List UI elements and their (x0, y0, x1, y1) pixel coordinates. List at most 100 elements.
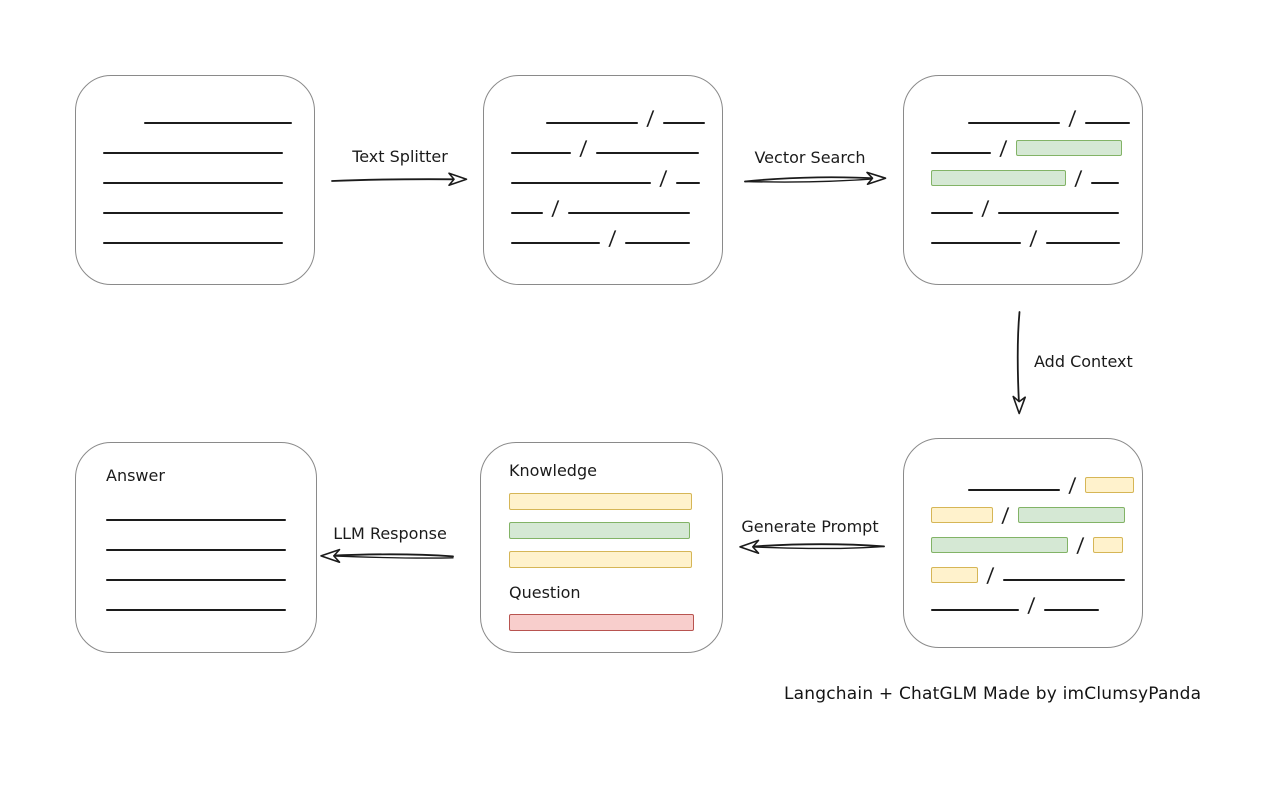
text-splitter-label: Text Splitter (352, 147, 448, 166)
slash-separator-icon: / (608, 226, 617, 250)
text-line (511, 182, 651, 184)
text-line (624, 242, 690, 244)
text-line (931, 242, 1021, 244)
chunk-row: / (931, 467, 1134, 497)
chunk-row: / (931, 190, 1122, 220)
chunk-row: / (511, 220, 702, 250)
text-line (103, 242, 283, 244)
answer-text-lines (106, 519, 296, 611)
text-line (511, 242, 600, 244)
node-vector-matched-chunks: ///// (903, 75, 1143, 285)
yellow-bar (509, 493, 692, 510)
text-line (1002, 579, 1125, 581)
add-context-arrow (1012, 311, 1026, 415)
text-line (931, 609, 1019, 611)
answer-content: Answer (76, 443, 316, 611)
knowledge-label: Knowledge (509, 461, 597, 480)
slash-separator-icon: / (1027, 593, 1036, 617)
node-prompt: Knowledge Question (480, 442, 723, 653)
chunk-row: / (931, 557, 1125, 587)
vector-search-label: Vector Search (754, 148, 866, 167)
text-line (997, 212, 1119, 214)
indent-gap (103, 129, 135, 130)
text-line (1045, 242, 1120, 244)
indent-gap (511, 129, 537, 130)
yellow-highlight-bar (1092, 537, 1123, 553)
text-line (103, 182, 283, 184)
yellow-highlight-bar (1084, 477, 1134, 493)
chunk-row: / (931, 497, 1125, 527)
text-line (567, 212, 690, 214)
indent-gap (931, 496, 959, 497)
text-line (106, 579, 286, 581)
slash-separator-icon: / (659, 166, 668, 190)
matched-chunk-lines: ///// (904, 76, 1142, 250)
chunk-row (103, 130, 294, 160)
yellow-highlight-bar (931, 567, 978, 583)
slash-separator-icon: / (1076, 533, 1085, 557)
green-highlight-bar (931, 537, 1068, 553)
text-line (931, 152, 991, 154)
text-line (144, 122, 292, 124)
text-line (931, 212, 973, 214)
text-line (103, 212, 283, 214)
slash-separator-icon: / (646, 106, 655, 130)
slash-separator-icon: / (1068, 106, 1077, 130)
chunk-row: / (931, 130, 1122, 160)
add-context-label: Add Context (1034, 352, 1133, 371)
generate-prompt-arrow (739, 539, 885, 554)
slash-separator-icon: / (1074, 166, 1083, 190)
chunk-text-lines: / / / / / (484, 76, 722, 250)
llm-response-label: LLM Response (333, 524, 447, 543)
green-bar (509, 522, 690, 539)
text-line (106, 549, 286, 551)
text-line (546, 122, 638, 124)
chunk-row (103, 190, 294, 220)
text-line (103, 152, 283, 154)
chunk-row: / (511, 130, 702, 160)
node-answer: Answer (75, 442, 317, 653)
node-context-chunks: / / / / / (903, 438, 1143, 648)
text-line (511, 152, 571, 154)
question-bars (509, 614, 702, 631)
generate-prompt-label: Generate Prompt (741, 517, 879, 536)
context-chunk-lines: / / / / / (904, 439, 1142, 617)
text-line (595, 152, 699, 154)
text-line (662, 122, 705, 124)
slash-separator-icon: / (551, 196, 560, 220)
text-line (675, 182, 700, 184)
green-highlight-bar (1015, 140, 1122, 156)
node-split-chunks: / / / / / (483, 75, 723, 285)
yellow-highlight-bar (931, 507, 993, 523)
chunk-row: / (931, 160, 1122, 190)
document-text-lines (76, 76, 314, 250)
knowledge-bars (509, 493, 702, 568)
question-label: Question (509, 583, 581, 602)
text-line (968, 122, 1060, 124)
text-line (106, 519, 286, 521)
chunk-row: / (511, 190, 702, 220)
llm-response-arrow (320, 548, 454, 563)
node-source-document (75, 75, 315, 285)
green-highlight-bar (931, 170, 1066, 186)
slash-separator-icon: / (1068, 473, 1077, 497)
chunk-row: / (931, 220, 1122, 250)
yellow-bar (509, 551, 692, 568)
chunk-row: / (931, 587, 1122, 617)
prompt-content: Knowledge Question (481, 443, 722, 631)
slash-separator-icon: / (999, 136, 1008, 160)
chunk-row: / (511, 160, 702, 190)
slash-separator-icon: / (986, 563, 995, 587)
vector-search-arrow (744, 171, 887, 185)
chunk-row (103, 220, 294, 250)
slash-separator-icon: / (1001, 503, 1010, 527)
text-line (1090, 182, 1119, 184)
answer-label: Answer (106, 466, 165, 485)
chunk-row: / (931, 100, 1130, 130)
text-splitter-arrow (331, 172, 468, 186)
text-line (968, 489, 1060, 491)
chunk-row: / (511, 100, 705, 130)
slash-separator-icon: / (1029, 226, 1038, 250)
slash-separator-icon: / (579, 136, 588, 160)
